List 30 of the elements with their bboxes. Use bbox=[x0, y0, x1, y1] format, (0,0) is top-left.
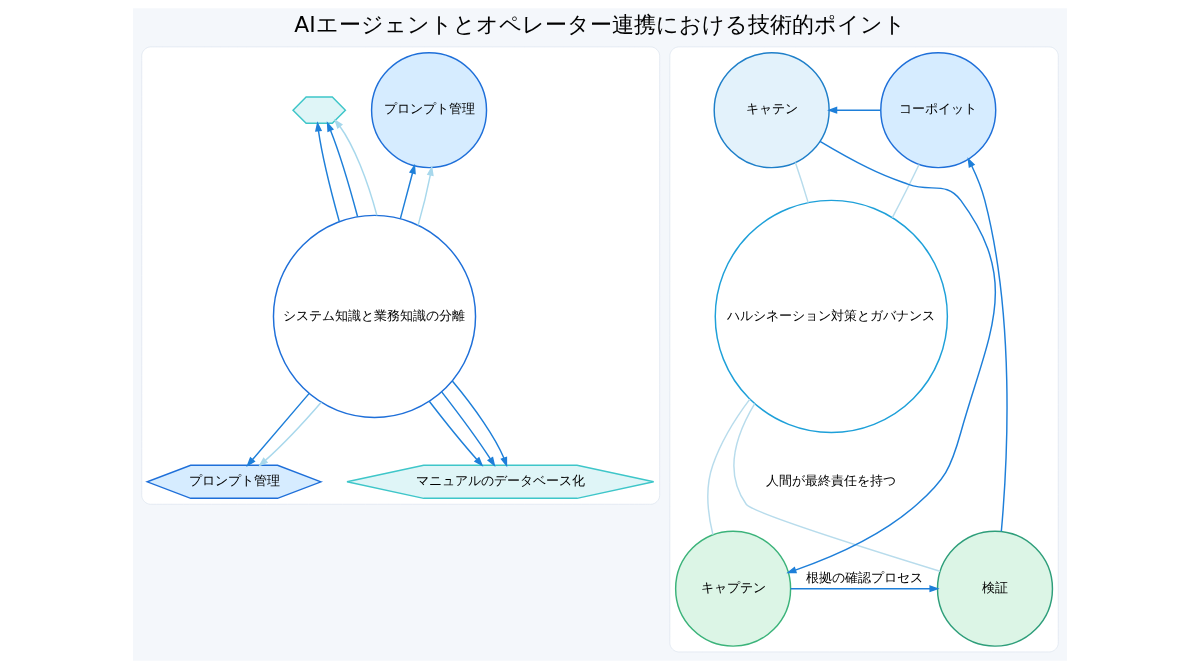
arrow bbox=[967, 157, 1008, 533]
arrow bbox=[440, 391, 496, 468]
arrow bbox=[399, 163, 416, 220]
node-hexagon bbox=[292, 96, 347, 124]
arrow bbox=[417, 165, 434, 227]
arrow bbox=[246, 392, 310, 467]
node-circle: 検証 bbox=[936, 530, 1054, 647]
cluster bbox=[141, 46, 660, 505]
node-circle: システム知識と業務知識の分離 bbox=[272, 214, 477, 419]
arrow bbox=[827, 106, 882, 114]
connector bbox=[891, 163, 920, 219]
connector bbox=[733, 402, 941, 572]
arrow bbox=[326, 121, 359, 218]
edge-label: 根拠の確認プロセス bbox=[805, 570, 923, 586]
arrow bbox=[315, 121, 341, 223]
arrow bbox=[451, 380, 508, 468]
node-circle: ハルシネーション対策とガバナンス bbox=[714, 199, 949, 434]
cluster bbox=[669, 46, 1059, 653]
diagram-title: AIエージェントとオペレーター連携における技術的ポイント bbox=[294, 11, 906, 37]
node-circle: キャプテン bbox=[674, 530, 792, 647]
label: 人間が最終責任を持つ bbox=[766, 473, 897, 489]
arrow bbox=[786, 140, 997, 574]
arrow bbox=[789, 585, 940, 593]
connector bbox=[794, 161, 809, 204]
arrow bbox=[428, 400, 484, 467]
connector bbox=[707, 398, 751, 536]
node-circle: プロンプト管理 bbox=[370, 52, 488, 169]
node-circle: キャテン bbox=[713, 52, 830, 169]
arrow bbox=[333, 118, 378, 217]
arrow bbox=[258, 401, 322, 467]
